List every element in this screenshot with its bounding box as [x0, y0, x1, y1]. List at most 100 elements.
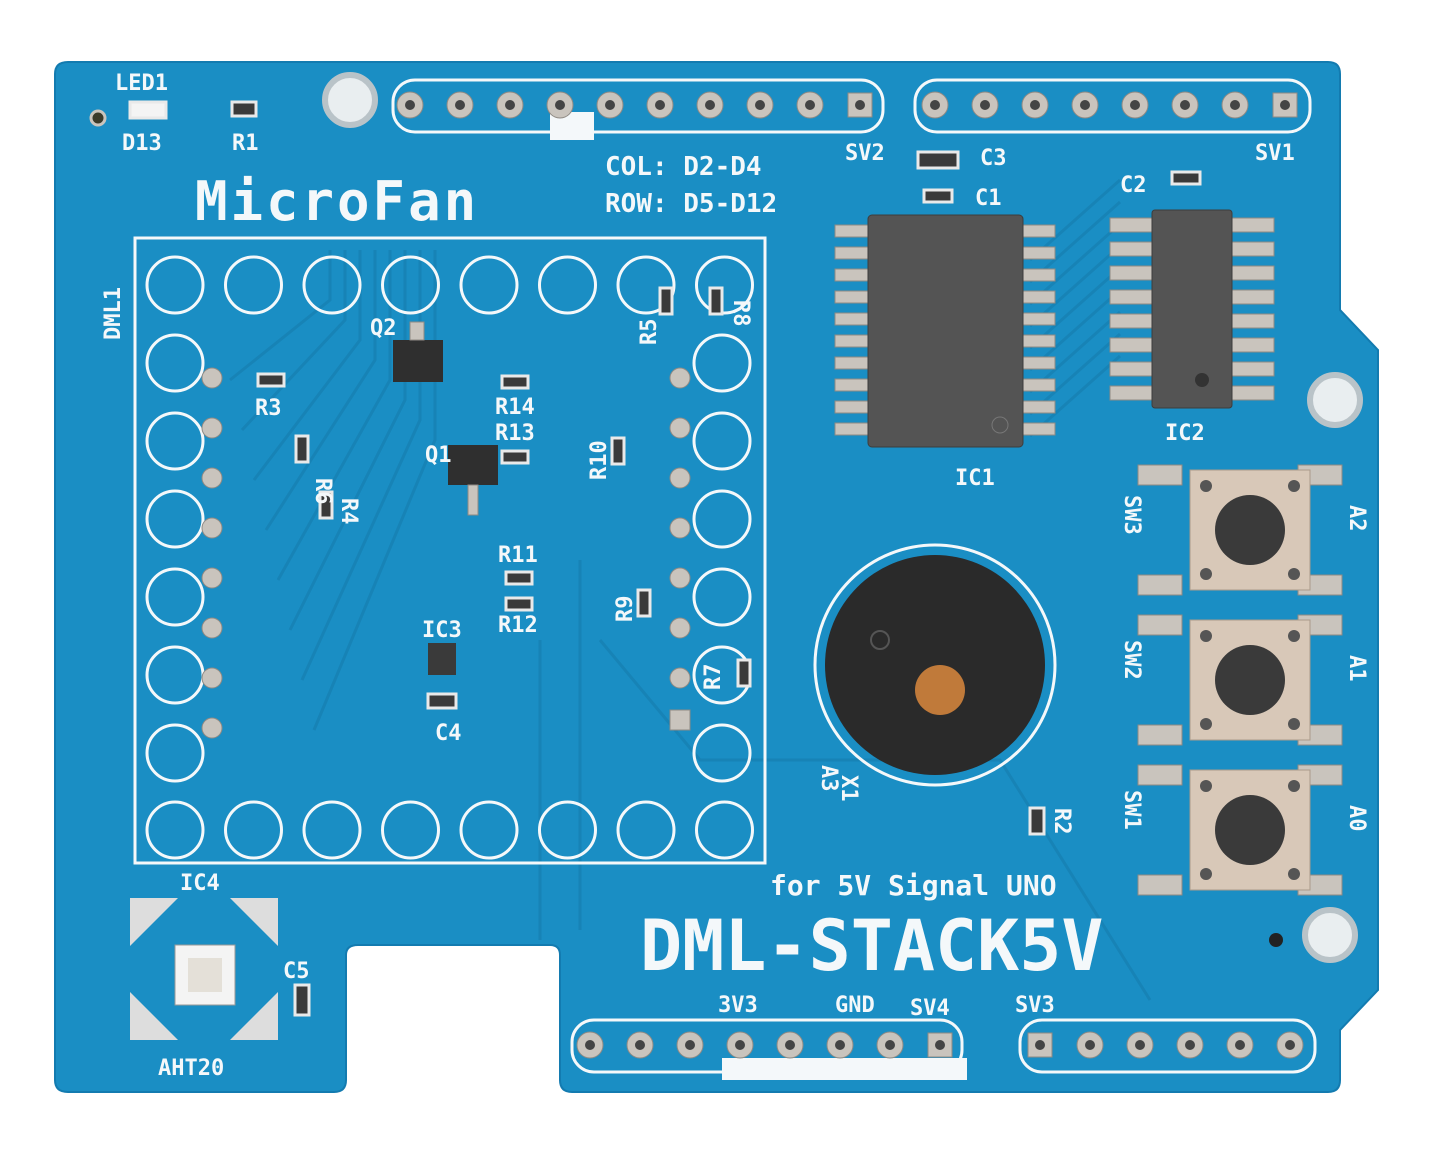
switch-dot	[1288, 630, 1300, 642]
pin-hole	[805, 100, 815, 110]
label-r6: R6	[310, 478, 335, 505]
header-pin-square	[927, 1032, 953, 1058]
board-subtitle: for 5V Signal UNO	[770, 869, 1057, 902]
label-dml1: DML1	[101, 287, 126, 340]
matrix-hole	[695, 800, 754, 860]
switch-dot	[1288, 718, 1300, 730]
switch-dot	[1288, 480, 1300, 492]
switch-lead	[1137, 724, 1183, 746]
switch-button	[1215, 645, 1285, 715]
label-sv4: SV4	[910, 996, 950, 1021]
label-a0: A0	[1344, 805, 1369, 832]
switch-dot	[1200, 868, 1212, 880]
matrix-pin	[201, 517, 223, 539]
matrix-hole	[692, 489, 752, 549]
ic3-chip	[428, 643, 456, 675]
smd-passives	[128, 100, 1202, 1017]
label-d13: D13	[122, 131, 162, 156]
pin-hole	[605, 100, 615, 110]
switch-lead	[1137, 874, 1183, 896]
matrix-hole	[692, 567, 752, 627]
pin-hole	[655, 100, 665, 110]
label-ic2: IC2	[1165, 421, 1205, 446]
smd-component	[256, 372, 286, 388]
ic-pin	[1109, 361, 1157, 377]
label-a1: A1	[1344, 655, 1369, 682]
smd-component	[610, 436, 626, 466]
label-gnd: GND	[835, 993, 875, 1018]
label-aht20: AHT20	[158, 1056, 224, 1081]
matrix-hole	[616, 800, 676, 860]
matrix-hole	[459, 800, 519, 860]
smd-component	[504, 570, 534, 586]
switch-dot	[1200, 480, 1212, 492]
pin-hole	[930, 100, 940, 110]
mounting-hole	[322, 72, 378, 128]
trace	[229, 250, 332, 382]
switch-button	[1215, 495, 1285, 565]
smd-component	[658, 286, 674, 316]
matrix-hole	[459, 255, 519, 315]
pin-hole	[1035, 1040, 1045, 1050]
matrix-hole	[695, 255, 754, 315]
label-r3: R3	[255, 396, 282, 421]
pin-hole	[935, 1040, 945, 1050]
matrix-pin	[201, 367, 223, 389]
pin-hole	[735, 1040, 745, 1050]
aht20-sensor	[130, 898, 278, 1040]
matrix-pin	[669, 617, 691, 639]
header-pins	[396, 91, 1304, 1059]
pin-hole	[1130, 100, 1140, 110]
matrix-hole	[692, 333, 752, 393]
matrix-hole	[302, 800, 362, 860]
matrix-hole	[538, 800, 597, 860]
pin-hole	[555, 100, 565, 110]
smd-component	[922, 188, 954, 204]
ic1-chip	[834, 214, 1056, 448]
ic-pin	[1109, 337, 1157, 353]
header-silk-sv3	[1018, 1018, 1317, 1074]
smd-component	[504, 596, 534, 612]
buzzer-x1	[813, 543, 1057, 787]
ic-pin	[1109, 385, 1157, 401]
label-c2: C2	[1120, 173, 1147, 198]
ic-pin	[1227, 385, 1275, 401]
matrix-hole	[145, 255, 205, 315]
smd-component	[294, 434, 310, 464]
pin-hole	[1080, 100, 1090, 110]
matrix-hole	[145, 800, 205, 860]
ic-pin	[1227, 361, 1275, 377]
label-sv1: SV1	[1255, 141, 1295, 166]
switch-dot	[1200, 780, 1212, 792]
pin-hole	[1085, 1040, 1095, 1050]
switch-dot	[1288, 568, 1300, 580]
trace	[240, 250, 347, 432]
ic-pin	[1227, 313, 1275, 329]
tactile-switches	[1137, 464, 1343, 896]
smd-component	[1170, 170, 1202, 186]
label-r2: R2	[1049, 808, 1074, 835]
fiducial	[1269, 933, 1283, 947]
switch-lead	[1137, 464, 1183, 486]
trace	[264, 250, 377, 531]
label-q2: Q2	[370, 316, 397, 341]
matrix-hole	[224, 255, 283, 315]
pin-hole	[1285, 1040, 1295, 1050]
pin-hole	[1135, 1040, 1145, 1050]
ic-pin	[1109, 289, 1157, 305]
q1-transistor	[448, 445, 498, 516]
matrix-pin	[669, 417, 691, 439]
ic-pin	[1227, 337, 1275, 353]
matrix-pin	[669, 367, 691, 389]
mounting-hole	[1307, 372, 1363, 428]
label-sw1: SW1	[1119, 790, 1144, 830]
matrix-pin	[669, 567, 691, 589]
pin-hole	[855, 100, 865, 110]
pin-hole	[1180, 100, 1190, 110]
matrix-hole	[616, 255, 676, 315]
switch-button	[1215, 795, 1285, 865]
mounting-hole	[1302, 907, 1358, 963]
ic-pin	[1109, 313, 1157, 329]
label-r4: R4	[336, 498, 361, 525]
smd-component	[230, 100, 258, 118]
